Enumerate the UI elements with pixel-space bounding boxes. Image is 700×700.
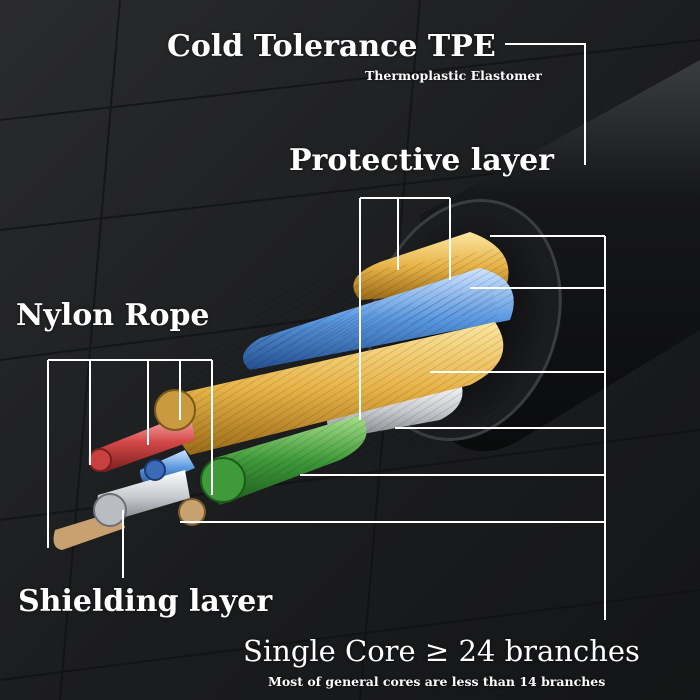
single-core-label: Single Core ≥ 24 branches [243,634,640,668]
single-core-subtitle: Most of general cores are less than 14 b… [268,674,606,689]
conductor-bundles [53,232,533,550]
protective-layer-label: Protective layer [289,143,554,178]
shielding-layer-label: Shielding layer [18,584,273,619]
tpe-label: Cold Tolerance TPE [167,29,496,64]
callout-lines [47,43,606,620]
nylon-rope-label: Nylon Rope [16,298,210,333]
tpe-subtitle: Thermoplastic Elastomer [365,68,542,83]
